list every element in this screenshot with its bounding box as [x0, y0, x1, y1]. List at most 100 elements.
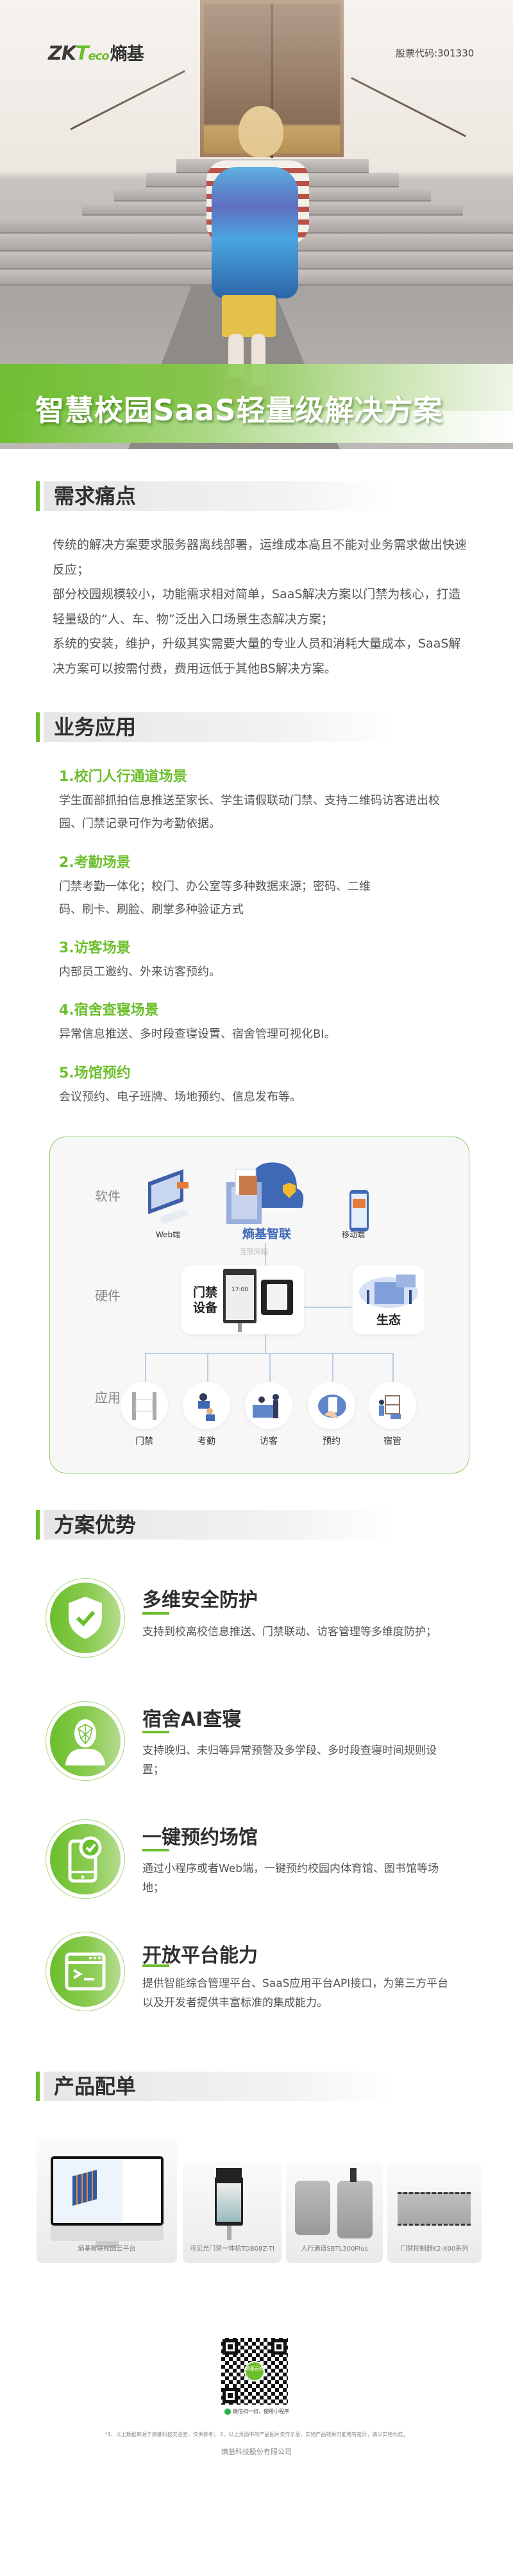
- qr-badge: 熵基云商: [244, 2361, 265, 2382]
- hero-photo-child-shorts: [222, 295, 276, 337]
- section-header-products: 产品配单: [36, 2072, 395, 2101]
- section-accent-bar: [36, 2072, 40, 2101]
- product-card[interactable]: 熵基智联校园云平台: [37, 2137, 177, 2263]
- business-item-desc: 门禁考勤一体化；校门、办公室等多种数据来源；密码、二维码、刷卡、刷脸、刷掌多种验…: [59, 880, 371, 916]
- business-item-desc: 学生面部抓拍信息推送至家长、学生请假联动门禁、支持二维码访客进出校园、门禁记录可…: [59, 794, 440, 830]
- section-header-business: 业务应用: [36, 712, 395, 742]
- section-title: 业务应用: [54, 715, 137, 739]
- advantage-underline: [142, 1849, 169, 1851]
- access-controller-image: [398, 2192, 471, 2226]
- network-label: 互联网络: [240, 1248, 268, 1256]
- row-label-software: 软件: [95, 1189, 121, 1204]
- app-label: 访客: [260, 1436, 278, 1447]
- stock-code: 股票代码:301330: [396, 47, 475, 59]
- ecosystem-card: 生态: [353, 1266, 425, 1334]
- app-access-gate-icon: [121, 1382, 168, 1429]
- pain-point-paragraph: 部分校园规模较小，功能需求相对简单，SaaS解决方案以门禁为核心，打造轻量级的“…: [53, 587, 461, 626]
- product-label: 熵基智联校园云平台: [78, 2245, 136, 2253]
- business-item: 5.场馆预约 会议预约、电子班牌、场地预约、信息发布等。: [59, 1064, 469, 1109]
- section-title: 需求痛点: [54, 484, 137, 508]
- app-booking-icon: [308, 1382, 355, 1429]
- hero-banner: ZKTeco熵基 股票代码:301330 智慧校园SaaS轻量级解决方案: [0, 0, 513, 449]
- business-item: 2.考勤场景 门禁考勤一体化；校门、办公室等多种数据来源；密码、二维码、刷卡、刷…: [59, 854, 469, 922]
- product-label: 可见光门禁一体机TDB08Z-TI: [190, 2245, 274, 2253]
- turnstile-image: [295, 2181, 330, 2235]
- business-item-desc: 异常信息推送、多时段查寝设置、宿舍管理可视化BI。: [59, 1027, 336, 1041]
- business-item-desc: 会议预约、电子班牌、场地预约、信息发布等。: [59, 1090, 301, 1104]
- phone-booking-icon: [68, 1836, 102, 1883]
- face-terminal-image: [216, 2168, 242, 2177]
- miniprogram-qr-code[interactable]: 熵基云商: [221, 2338, 288, 2405]
- advantage-underline: [142, 1612, 169, 1615]
- business-item-title: 5.场馆预约: [59, 1065, 131, 1081]
- business-item: 1.校门人行通道场景 学生面部抓拍信息推送至家长、学生请假联动门禁、支持二维码访…: [59, 768, 469, 836]
- section-header-advantages: 方案优势: [36, 1510, 395, 1540]
- app-attendance-icon: [183, 1382, 230, 1429]
- web-terminal-icon: [148, 1169, 190, 1224]
- advantage-icon-circle: [46, 1932, 125, 2011]
- connector-line: [332, 1353, 333, 1382]
- company-name: 熵基科技股份有限公司: [221, 2448, 292, 2456]
- advantage-title: 一键预约场馆: [142, 1826, 258, 1849]
- product-label: 人行通道SBTL300Plus: [301, 2245, 368, 2253]
- advantage-title: 宿舍AI查寝: [142, 1708, 242, 1731]
- connector-line: [145, 1353, 146, 1382]
- advantage-desc: 支持到校离校信息推送、门禁联动、访客管理等多维度防护；: [142, 1626, 437, 1638]
- advantage-icon-circle: [46, 1701, 125, 1781]
- disclaimer: *1、以上数据来源于熵基科技实验室，仅供参考； 2、以上页面中的产品图片仅作示意…: [105, 2432, 408, 2437]
- app-dormitory-icon: [369, 1382, 416, 1429]
- mobile-label: 移动端: [342, 1230, 366, 1239]
- connector-line: [265, 1334, 266, 1353]
- pain-point-paragraph: 系统的安装，维护，升级其实需要大量的专业人员和消耗大量成本，SaaS解决方案可以…: [53, 637, 461, 676]
- cloud-platform-label: 熵基智联: [242, 1227, 292, 1241]
- face-recognition-icon: [65, 1719, 105, 1765]
- terminal-icon: [65, 1952, 106, 1991]
- product-card[interactable]: 可见光门禁一体机TDB08Z-TI: [183, 2161, 282, 2263]
- row-label-application: 应用: [95, 1390, 121, 1405]
- advantage-icon-circle: [46, 1819, 125, 1899]
- hero-photo-child-head: [239, 106, 283, 157]
- page-title: 智慧校园SaaS轻量级解决方案: [35, 393, 443, 427]
- terminal-stand: [238, 1323, 242, 1332]
- connector-line: [392, 1353, 394, 1382]
- cloud-platform-icon: [226, 1162, 304, 1224]
- app-label: 考勤: [198, 1436, 215, 1447]
- advantage-underline: [142, 1731, 169, 1733]
- ecosystem-label: 生态: [376, 1313, 401, 1327]
- access-device-label: 门禁设备: [193, 1285, 218, 1315]
- advantage-icon-circle: [46, 1578, 125, 1658]
- advantage-desc: 支持晚归、未归等异常预警及多学段、多时段查寝时间规则设置；: [142, 1744, 437, 1776]
- app-label: 宿管: [383, 1436, 401, 1447]
- qr-caption: 微信扫一扫，使用小程序: [224, 2408, 289, 2415]
- face-terminal-icon: 17:00: [223, 1269, 256, 1323]
- architecture-diagram: 软件 硬件 应用 Web端 熵基智联 移动端 互联网络 门禁设备 17:00: [49, 1137, 469, 1473]
- wechat-miniprogram-icon: [224, 2408, 231, 2415]
- business-item-desc: 内部员工邀约、外来访客预约。: [59, 965, 221, 979]
- ecosystem-illustration-icon: [359, 1275, 418, 1308]
- product-label: 门禁控制器K2-X00系列: [400, 2245, 469, 2253]
- advantage-underline: [142, 1964, 169, 1967]
- business-item-title: 4.宿舍查寝场景: [59, 1002, 159, 1018]
- connector-line: [265, 1243, 266, 1266]
- product-card[interactable]: 门禁控制器K2-X00系列: [387, 2161, 482, 2263]
- advantage-title: 开放平台能力: [142, 1945, 258, 1967]
- business-item: 4.宿舍查寝场景 异常信息推送、多时段查寝设置、宿舍管理可视化BI。: [59, 1001, 469, 1046]
- title-band-fade: [0, 411, 513, 443]
- app-label: 预约: [323, 1436, 341, 1447]
- business-item-title: 1.校门人行通道场景: [59, 769, 187, 785]
- card-reader-icon: [261, 1280, 293, 1315]
- section-accent-bar: [36, 1510, 40, 1540]
- web-label: Web端: [156, 1230, 181, 1239]
- cloud-platform-monitor-image: [51, 2156, 164, 2226]
- access-device-card: 门禁设备 17:00: [181, 1266, 304, 1334]
- pain-points-text: 传统的解决方案要求服务器离线部署，运维成本高且不能对业务需求做出快速反应； 部分…: [53, 533, 469, 681]
- zkteco-logo: ZKTeco熵基: [48, 42, 144, 65]
- pain-point-paragraph: 传统的解决方案要求服务器离线部署，运维成本高且不能对业务需求做出快速反应；: [53, 538, 467, 577]
- section-title: 产品配单: [54, 2074, 137, 2099]
- shield-check-icon: [69, 1597, 102, 1639]
- section-header-pain-points: 需求痛点: [36, 481, 395, 511]
- connector-line: [207, 1353, 208, 1382]
- product-card[interactable]: 人行通道SBTL300Plus: [286, 2161, 383, 2263]
- advantage-title: 多维安全防护: [142, 1589, 258, 1611]
- business-item-title: 2.考勤场景: [59, 855, 131, 871]
